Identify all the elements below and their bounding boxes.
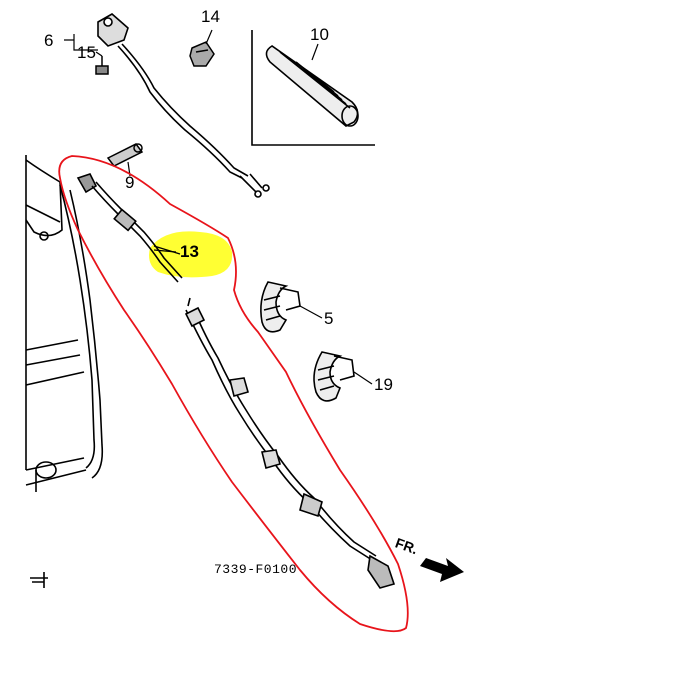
circle-mark [58, 155, 409, 633]
part-5-clamp [260, 281, 301, 333]
callout-6: 6 [44, 31, 54, 50]
callout-13: 13 [180, 242, 199, 261]
part-14-clip [189, 41, 215, 67]
part-13-cable [76, 173, 396, 589]
leader-lines [64, 29, 373, 385]
part-10-grip [251, 30, 375, 146]
callout-19: 19 [374, 375, 393, 394]
highlight-marker [149, 231, 233, 278]
part-15-bolt [95, 56, 109, 75]
part-19-clamp [313, 351, 355, 402]
part-9-fitting [106, 143, 144, 167]
callout-14: 14 [201, 7, 220, 26]
callout-10: 10 [310, 25, 329, 44]
drawing-code: 7339-F0100 [214, 562, 298, 577]
callout-15: 15 [77, 43, 96, 62]
callout-5: 5 [324, 309, 334, 328]
front-arrow-icon [420, 558, 464, 582]
part-6-switch [97, 13, 270, 198]
frame-structure [25, 155, 104, 588]
callout-9: 9 [125, 173, 135, 192]
